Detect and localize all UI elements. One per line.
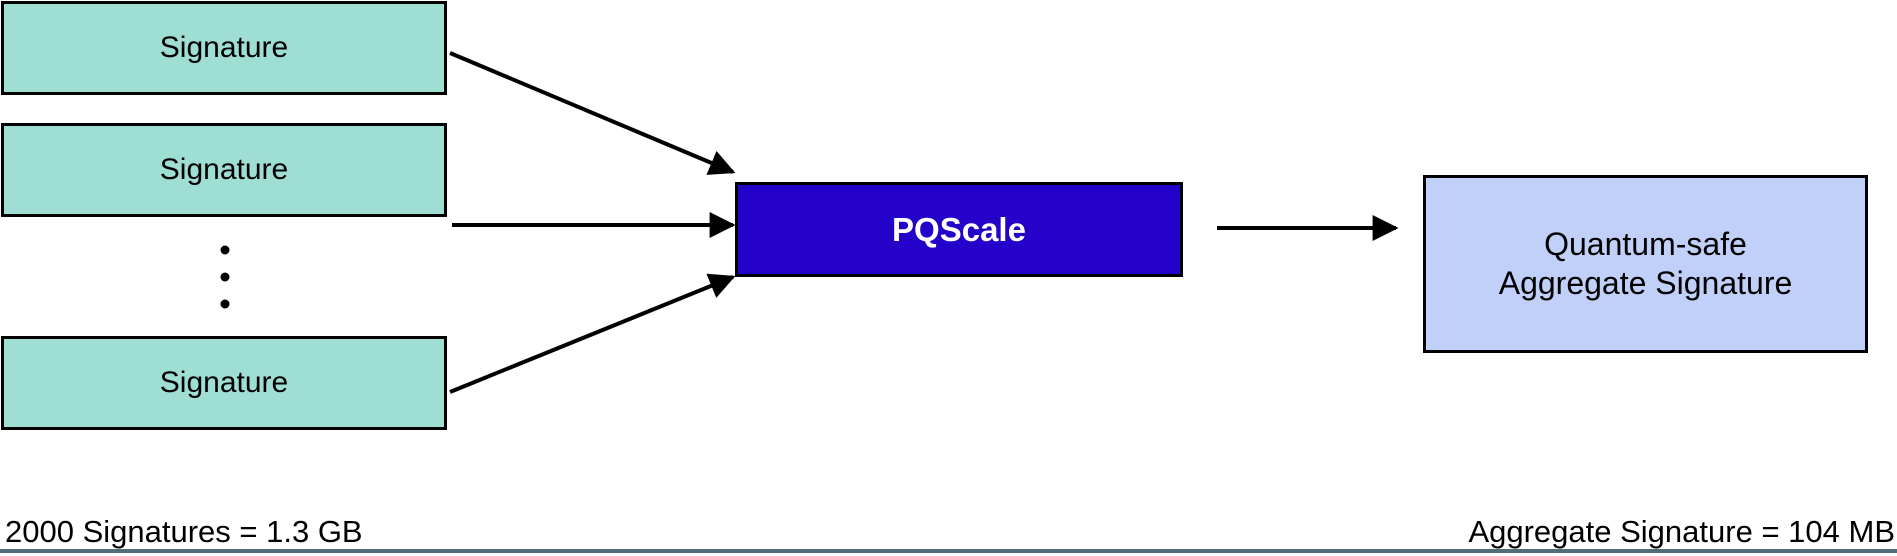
aggregate-signature-box: Quantum-safe Aggregate Signature — [1423, 175, 1868, 353]
signature-box-1: Signature — [1, 1, 447, 95]
ellipsis-dot-3 — [220, 299, 230, 309]
signature-box-3-label: Signature — [159, 366, 289, 399]
arrow-signature3-to-pqscale — [449, 273, 736, 394]
signature-box-2: Signature — [1, 123, 447, 217]
signature-box-2-label: Signature — [159, 153, 289, 186]
pqscale-box: PQScale — [735, 182, 1183, 277]
aggregate-signature-label: Quantum-safe Aggregate Signature — [1499, 225, 1793, 303]
ellipsis-dot-2 — [220, 272, 230, 282]
signature-box-3: Signature — [1, 336, 447, 430]
ellipsis-dot-1 — [220, 245, 230, 255]
aggregate-signature-label-line1: Quantum-safe — [1544, 226, 1747, 262]
bottom-rule — [0, 549, 1897, 553]
pqscale-label: PQScale — [892, 210, 1026, 248]
signature-box-1-label: Signature — [159, 31, 289, 64]
arrow-signature1-to-pqscale — [449, 51, 736, 175]
aggregate-signature-label-line2: Aggregate Signature — [1498, 265, 1793, 301]
signatures-size-stat: 2000 Signatures = 1.3 GB — [5, 514, 363, 549]
aggregate-size-stat: Aggregate Signature = 104 MB — [1468, 514, 1895, 549]
